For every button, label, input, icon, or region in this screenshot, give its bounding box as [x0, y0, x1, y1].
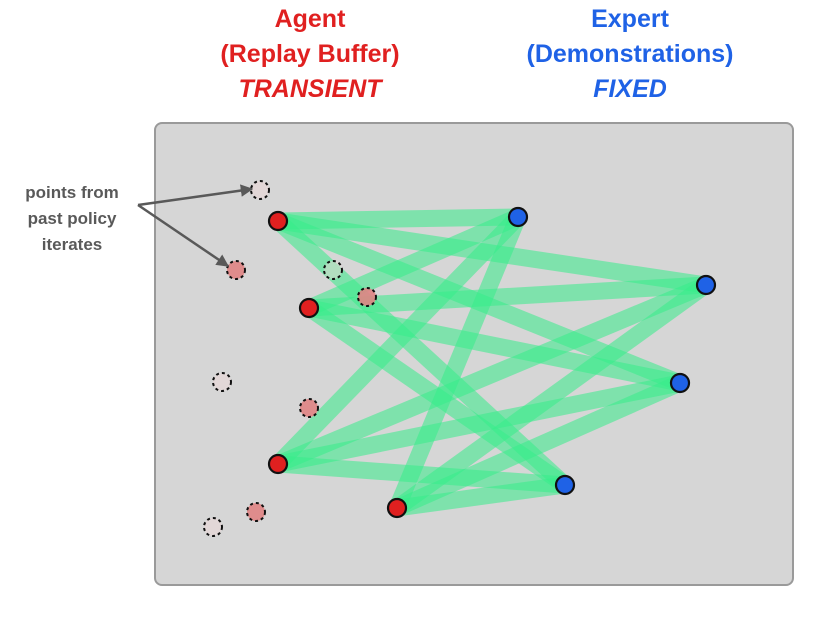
- connection-line-2-1: [305, 209, 522, 316]
- agent-point-4: [386, 497, 408, 519]
- expert-header: Expert (Demonstrations) FIXED: [490, 2, 770, 107]
- agent-title: Agent: [274, 5, 346, 33]
- connection-line-3-2: [274, 277, 710, 472]
- connection-line-4-1: [389, 213, 526, 512]
- agent-point-2: [298, 297, 320, 319]
- agent-header: Agent (Replay Buffer) TRANSIENT: [190, 2, 430, 107]
- agent-point-3: [267, 453, 289, 475]
- past-point-filled-1: [226, 260, 246, 280]
- connection-line-2-2: [308, 276, 707, 317]
- agent-point-1: [267, 210, 289, 232]
- expert-point-2: [695, 274, 717, 296]
- past-point-filled-2: [299, 398, 319, 418]
- past-point-hollow-4: [203, 517, 223, 537]
- expert-tag: FIXED: [593, 75, 667, 103]
- connection-line-3-3: [276, 374, 682, 473]
- connection-line-3-1: [271, 211, 525, 470]
- agent-tag: TRANSIENT: [238, 75, 382, 103]
- expert-point-1: [507, 206, 529, 228]
- past-iterates-note: points from past policy iterates: [2, 180, 142, 258]
- arrow-to-past-point-1: [137, 184, 254, 207]
- past-point-hollow-1: [250, 180, 270, 200]
- past-iterate-points: [203, 180, 377, 537]
- past-point-filled-3: [246, 502, 266, 522]
- past-point-hollow-3: [212, 372, 232, 392]
- pairwise-connections: [271, 208, 711, 517]
- connection-line-1-4: [272, 214, 571, 492]
- past-point-filled-4: [357, 287, 377, 307]
- expert-title: Expert: [591, 5, 669, 33]
- agent-subtitle: (Replay Buffer): [220, 40, 400, 68]
- note-line-2: past policy: [27, 209, 117, 228]
- arrow-to-past-point-2: [137, 203, 230, 268]
- expert-point-3: [669, 372, 691, 394]
- connection-line-2-3: [307, 299, 682, 392]
- connection-line-4-4: [395, 476, 567, 517]
- connection-line-4-3: [393, 375, 684, 516]
- expert-subtitle: (Demonstrations): [526, 40, 734, 68]
- past-point-hollow-2: [323, 260, 343, 280]
- connection-line-3-4: [277, 455, 566, 494]
- expert-points: [507, 206, 717, 496]
- expert-point-4: [554, 474, 576, 496]
- connection-line-4-2: [392, 278, 711, 515]
- note-line-3: iterates: [41, 235, 103, 254]
- agent-points: [267, 210, 408, 519]
- note-line-1: points from: [25, 183, 119, 202]
- annotation-arrows: [137, 184, 254, 268]
